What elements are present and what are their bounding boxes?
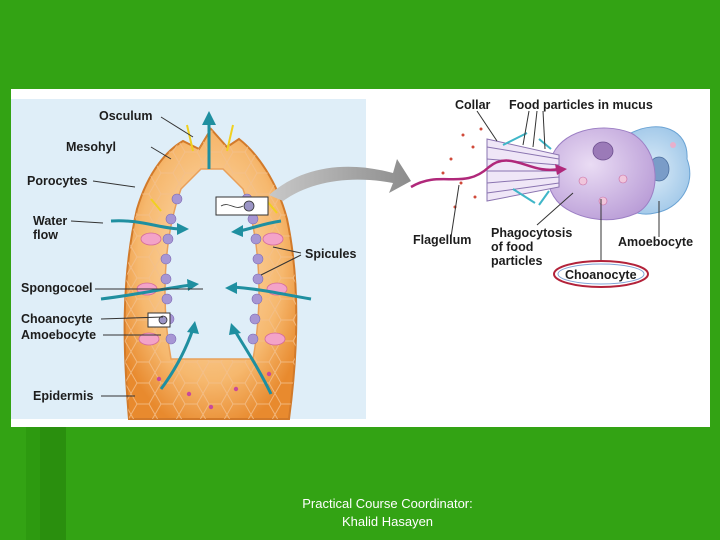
label-amoebocyte-right: Amoebocyte: [618, 235, 693, 249]
label-flagellum: Flagellum: [413, 233, 471, 247]
label-phagocytosis-line1: Phagocytosis: [491, 226, 572, 240]
sponge-diagram: Osculum Mesohyl Porocytes Water flow Spi…: [11, 89, 710, 427]
label-osculum: Osculum: [99, 109, 153, 123]
label-phagocytosis-line3: particles: [491, 254, 542, 268]
footer-line-1: Practical Course Coordinator:: [260, 495, 515, 513]
label-food-particles: Food particles in mucus: [509, 98, 653, 112]
label-water-flow-line1: Water: [33, 214, 67, 228]
label-mesohyl: Mesohyl: [66, 140, 116, 154]
label-amoebocyte: Amoebocyte: [21, 328, 96, 342]
label-epidermis: Epidermis: [33, 389, 93, 403]
footer-line-2: Khalid Hasayen: [260, 513, 515, 531]
label-choanocyte: Choanocyte: [21, 312, 93, 326]
food-particles: [442, 128, 483, 209]
label-spicules: Spicules: [305, 247, 356, 261]
decorative-stripe-dark: [40, 425, 66, 540]
label-water-flow-line2: flow: [33, 228, 58, 242]
label-choanocyte-right: Choanocyte: [565, 268, 637, 282]
label-porocytes: Porocytes: [27, 174, 87, 188]
inset-box-choanocyte: [216, 197, 268, 215]
slide-footer: Practical Course Coordinator: Khalid Has…: [260, 495, 515, 531]
label-spongocoel: Spongocoel: [21, 281, 93, 295]
label-collar: Collar: [455, 98, 491, 112]
label-phagocytosis-line2: of food: [491, 240, 533, 254]
diagram-panel: Osculum Mesohyl Porocytes Water flow Spi…: [11, 89, 710, 427]
